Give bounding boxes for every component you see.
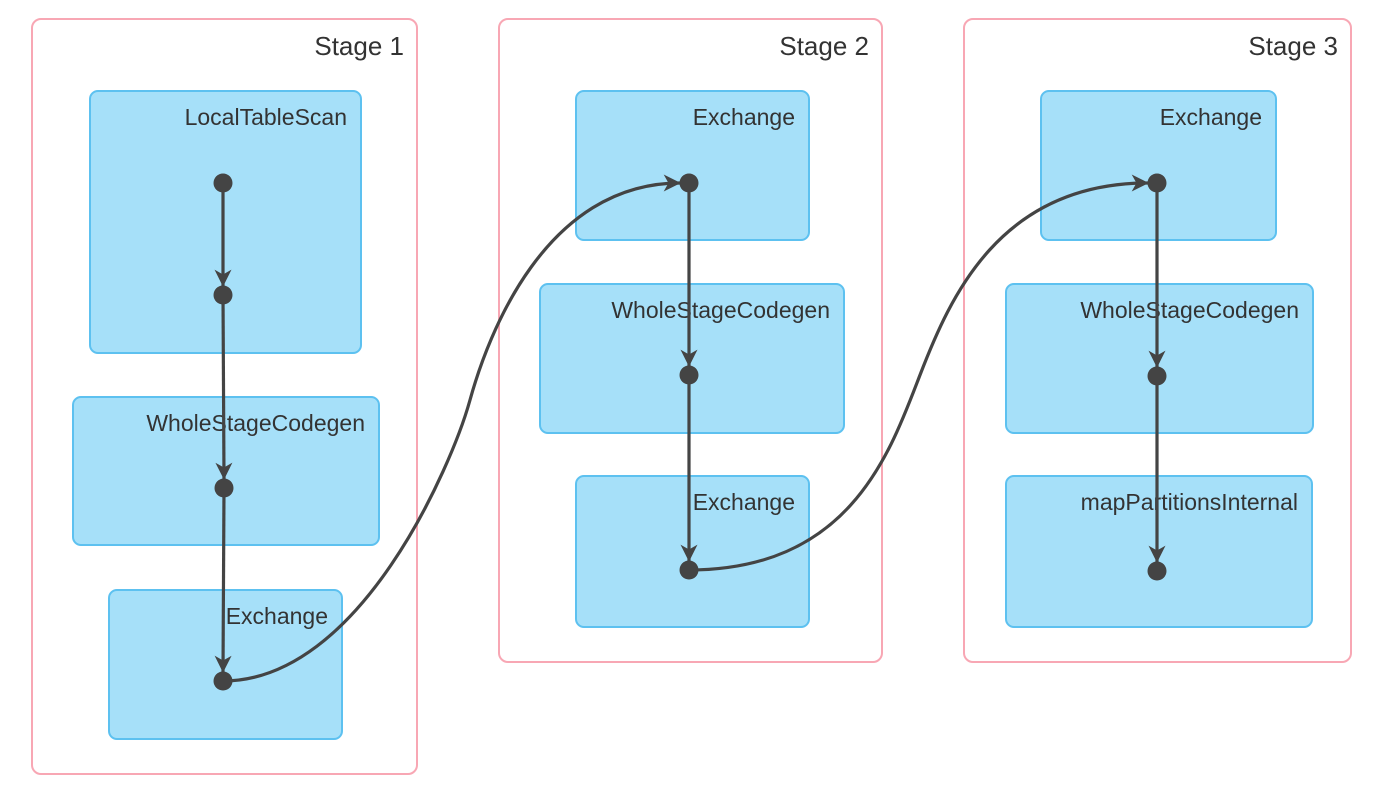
node-wholestagecodegen-stage2: WholeStageCodegen bbox=[539, 283, 845, 434]
node-exchange-stage2-top-label: Exchange bbox=[692, 104, 795, 130]
node-localtablescan: LocalTableScan bbox=[89, 90, 362, 354]
node-wholestagecodegen-stage3-label: WholeStageCodegen bbox=[1080, 297, 1299, 323]
node-exchange-stage3: Exchange bbox=[1040, 90, 1277, 241]
node-exchange-stage2-bottom: Exchange bbox=[575, 475, 810, 628]
node-wholestagecodegen-stage3: WholeStageCodegen bbox=[1005, 283, 1314, 434]
node-exchange-stage3-label: Exchange bbox=[1159, 104, 1262, 130]
node-mappartitionsinternal: mapPartitionsInternal bbox=[1005, 475, 1313, 628]
stage-1-label: Stage 1 bbox=[314, 31, 404, 61]
stage-3-label: Stage 3 bbox=[1248, 31, 1338, 61]
node-wholestagecodegen-stage2-label: WholeStageCodegen bbox=[611, 297, 830, 323]
node-exchange-stage1-label: Exchange bbox=[225, 603, 328, 629]
node-localtablescan-label: LocalTableScan bbox=[184, 104, 347, 130]
node-wholestagecodegen-stage1-label: WholeStageCodegen bbox=[146, 410, 365, 436]
node-mappartitionsinternal-label: mapPartitionsInternal bbox=[1080, 489, 1298, 515]
stage-1-cluster[interactable]: Stage 1 LocalTableScan WholeStageCodegen… bbox=[31, 18, 418, 775]
node-exchange-stage2-top: Exchange bbox=[575, 90, 810, 241]
node-exchange-stage1: Exchange bbox=[108, 589, 343, 740]
stage-2-cluster[interactable]: Stage 2 Exchange WholeStageCodegen Excha… bbox=[498, 18, 883, 663]
stage-2-label: Stage 2 bbox=[779, 31, 869, 61]
stage-3-cluster[interactable]: Stage 3 Exchange WholeStageCodegen mapPa… bbox=[963, 18, 1352, 663]
node-exchange-stage2-bottom-label: Exchange bbox=[692, 489, 795, 515]
node-wholestagecodegen-stage1: WholeStageCodegen bbox=[72, 396, 380, 546]
